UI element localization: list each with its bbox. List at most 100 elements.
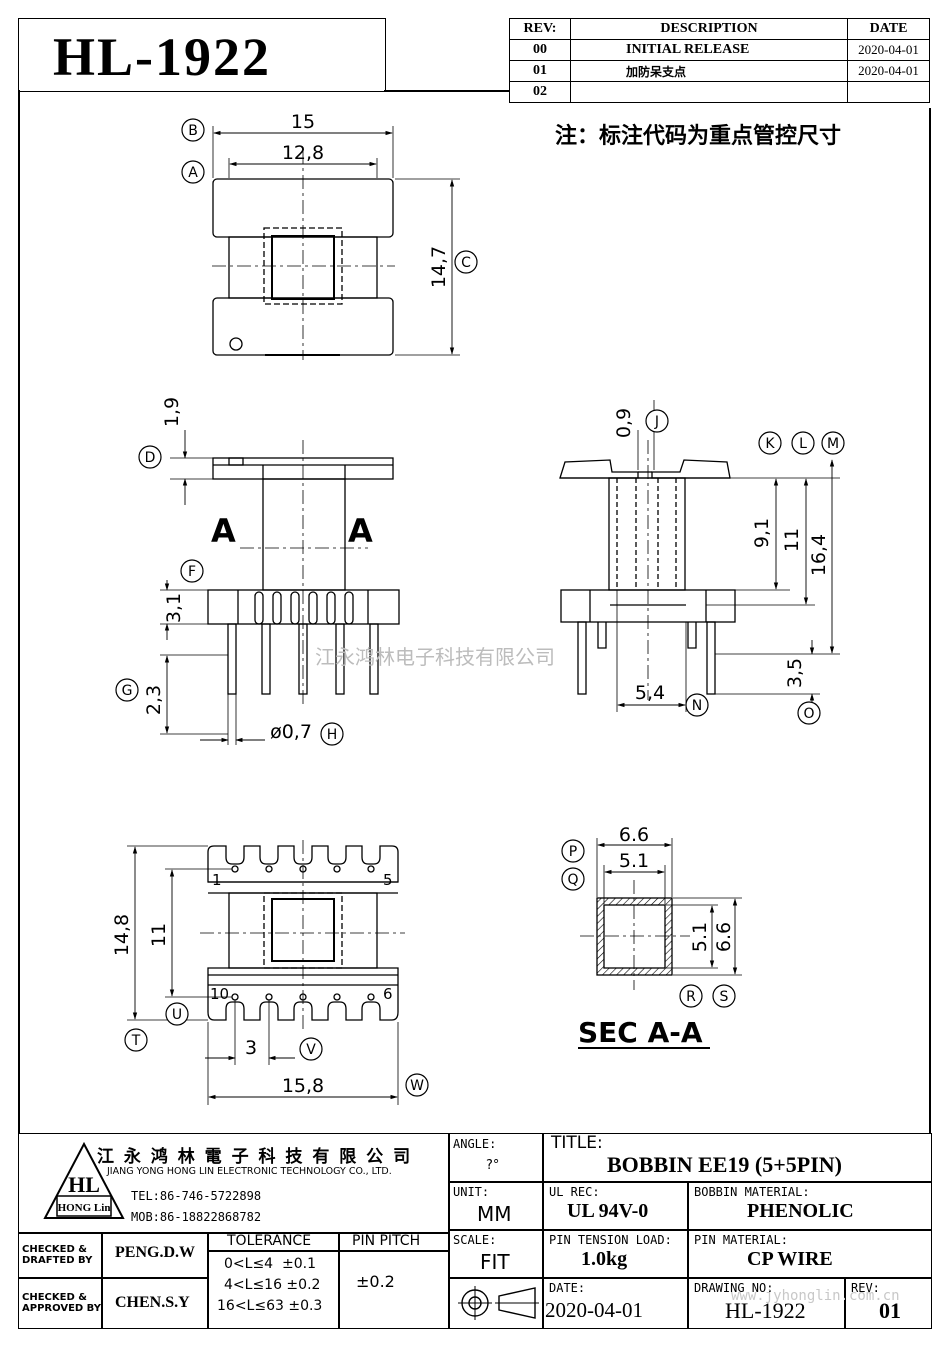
projection-symbol-icon bbox=[458, 1286, 539, 1320]
title-cell bbox=[543, 1134, 931, 1182]
rev-cell: 01 bbox=[509, 60, 571, 82]
dim-q: 5.1 bbox=[619, 850, 649, 872]
tolerance-body-cell bbox=[208, 1251, 339, 1328]
pin-tension-value: 1.0kg bbox=[581, 1248, 628, 1270]
callout-circles bbox=[115, 118, 845, 1097]
callout-q: Q bbox=[567, 872, 578, 888]
pin-label-1: 1 bbox=[212, 871, 222, 889]
dim-r: 5.1 bbox=[689, 922, 711, 952]
part-number: HL-1922 bbox=[52, 27, 271, 87]
date-cell bbox=[543, 1278, 688, 1328]
dim-g: 2,3 bbox=[143, 685, 165, 715]
date-value: 2020-04-01 bbox=[545, 1298, 643, 1322]
unit-value: MM bbox=[477, 1202, 512, 1226]
section-title: SEC A-A bbox=[578, 1016, 703, 1049]
drafted-label: CHECKED & DRAFTED BY bbox=[22, 1244, 93, 1266]
pin-label-5: 5 bbox=[383, 871, 393, 889]
revision-row: 02 bbox=[509, 81, 930, 103]
angle-cell bbox=[449, 1134, 543, 1182]
callout-h: H bbox=[327, 727, 338, 743]
ul-value: UL 94V-0 bbox=[567, 1200, 649, 1222]
callout-d: D bbox=[145, 450, 156, 466]
dim-k: 9,1 bbox=[751, 518, 773, 548]
callout-f: F bbox=[188, 564, 196, 580]
drawing-no-label: DRAWING NO: bbox=[694, 1281, 774, 1295]
callout-b: B bbox=[188, 123, 198, 139]
tolerance-header-cell bbox=[208, 1233, 339, 1251]
title-label: TITLE: bbox=[551, 1133, 603, 1153]
revision-row: 00 INITIAL RELEASE 2020-04-01 bbox=[509, 39, 930, 61]
logo-text: HL bbox=[68, 1172, 100, 1197]
pin-pitch-body-cell bbox=[339, 1251, 449, 1328]
projection-cell bbox=[449, 1278, 543, 1328]
unit-cell bbox=[449, 1182, 543, 1230]
angle-value: ?° bbox=[486, 1158, 500, 1173]
approved-label: CHECKED & APPROVED BY bbox=[22, 1292, 101, 1314]
company-name-en: JIANG YONG HONG LIN ELECTRONIC TECHNOLOG… bbox=[107, 1166, 392, 1177]
ul-cell bbox=[543, 1182, 688, 1230]
rev-cell bbox=[845, 1278, 931, 1328]
callout-g: G bbox=[122, 683, 133, 699]
date-cell: 2020-04-01 bbox=[847, 60, 930, 82]
ul-label: UL REC: bbox=[549, 1185, 600, 1199]
scale-cell bbox=[449, 1230, 543, 1278]
revision-header-row: REV: DESCRIPTION DATE bbox=[509, 18, 930, 40]
unit-label: UNIT: bbox=[453, 1185, 490, 1199]
dim-p: 6.6 bbox=[619, 824, 649, 846]
revision-table: REV: DESCRIPTION DATE 00 INITIAL RELEASE… bbox=[509, 18, 930, 103]
description-header: DESCRIPTION bbox=[570, 18, 848, 40]
pin-pitch-header-cell bbox=[339, 1233, 449, 1251]
dim-l: 11 bbox=[781, 528, 803, 552]
company-name-cn: 江 永 鸿 林 電 子 科 技 有 限 公 司 bbox=[97, 1147, 413, 1167]
company-mob: MOB:86-18822868782 bbox=[131, 1210, 262, 1224]
drafted-value-cell bbox=[102, 1233, 208, 1278]
callout-m: M bbox=[827, 436, 839, 452]
title-block: HL HONG Lin 江 永 鸿 林 電 子 科 技 有 限 公 司 JIAN… bbox=[18, 1133, 932, 1329]
date-cell bbox=[847, 81, 930, 103]
callout-r: R bbox=[686, 989, 696, 1005]
dim-n: 5,4 bbox=[635, 682, 665, 704]
drawing-no-cell bbox=[688, 1278, 845, 1328]
company-cell bbox=[19, 1134, 449, 1233]
rev-label: REV: bbox=[851, 1281, 880, 1295]
dim-v: 3 bbox=[245, 1037, 257, 1059]
technical-drawing: B A C D F G H J K L M N O P Q R S T U V … bbox=[111, 111, 845, 1105]
callout-p: P bbox=[569, 844, 577, 860]
pin-tension-cell bbox=[543, 1230, 688, 1278]
dim-w: 15,8 bbox=[282, 1075, 324, 1097]
callout-u: U bbox=[172, 1007, 182, 1023]
bobbin-material-cell bbox=[688, 1182, 931, 1230]
date-label: DATE: bbox=[549, 1281, 586, 1295]
drawing-no-value: HL-1922 bbox=[725, 1298, 806, 1323]
rev-cell: 02 bbox=[509, 81, 571, 103]
front-slots bbox=[254, 591, 354, 625]
pin-label-6: 6 bbox=[383, 985, 393, 1003]
bottom-view bbox=[127, 840, 405, 1105]
callout-k: K bbox=[765, 436, 775, 452]
part-number-box bbox=[18, 18, 386, 92]
dim-f: 3,1 bbox=[163, 593, 185, 623]
callout-o: O bbox=[803, 706, 814, 722]
callout-v: V bbox=[306, 1042, 316, 1058]
pin-material-label: PIN MATERIAL: bbox=[694, 1233, 788, 1247]
logo-subtext: HONG Lin bbox=[58, 1202, 111, 1214]
front-view bbox=[160, 430, 400, 745]
angle-label: ANGLE: bbox=[453, 1137, 497, 1151]
section-marker-right: A bbox=[348, 512, 373, 550]
drafted-label-cell bbox=[19, 1233, 102, 1278]
bobbin-material-value: PHENOLIC bbox=[747, 1200, 854, 1222]
tolerance-row: 0<L≤4 ±0.1 bbox=[224, 1256, 316, 1272]
dim-u: 11 bbox=[148, 923, 170, 947]
callout-t: T bbox=[131, 1033, 141, 1049]
scale-value: FIT bbox=[480, 1250, 510, 1274]
callout-j: J bbox=[654, 414, 659, 430]
control-note: 注：标注代码为重点管控尺寸 bbox=[555, 124, 842, 149]
dim-m: 16,4 bbox=[808, 534, 830, 576]
pin-tension-label: PIN TENSION LOAD: bbox=[549, 1233, 672, 1247]
callout-c: C bbox=[461, 255, 471, 271]
tolerance-row: 4<L≤16 ±0.2 bbox=[224, 1277, 321, 1293]
dim-c: 14,7 bbox=[428, 246, 450, 288]
approved-label-cell bbox=[19, 1278, 102, 1328]
dim-a: 12,8 bbox=[282, 142, 324, 164]
approved-value-cell bbox=[102, 1278, 208, 1328]
